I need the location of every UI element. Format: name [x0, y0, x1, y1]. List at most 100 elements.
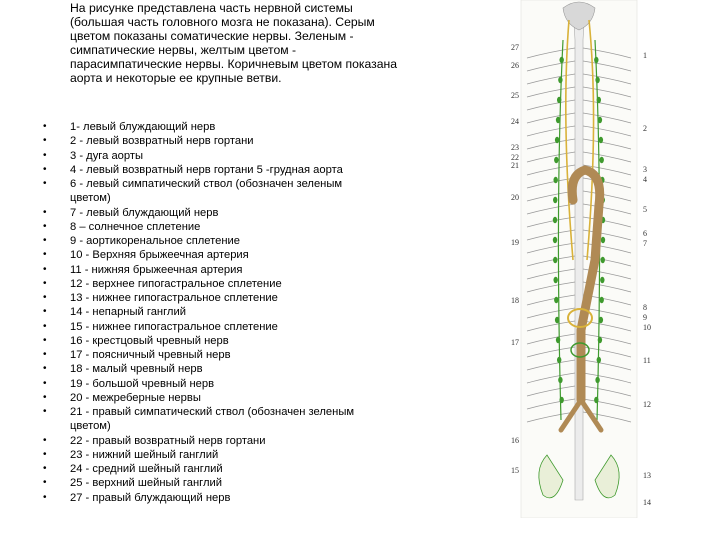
figure-label-right: 9 — [643, 313, 647, 322]
sympathetic-ganglion-left — [599, 297, 603, 303]
legend-item: •25 - верхний шейный ганглий — [40, 476, 380, 490]
sympathetic-ganglion-left — [597, 357, 601, 363]
sympathetic-ganglion-right — [554, 157, 558, 163]
legend-item-text: 22 - правый возвратный нерв гортани — [70, 435, 265, 447]
sympathetic-ganglion-right — [555, 137, 559, 143]
legend-item-text: 23 - нижний шейный ганглий — [70, 449, 218, 461]
sympathetic-ganglion-right — [553, 177, 557, 183]
legend-item-text: 14 - непарный ганглий — [70, 306, 186, 318]
figure-label-right: 11 — [643, 356, 651, 365]
figure-label-right: 12 — [643, 400, 651, 409]
legend-item: • 15 - нижнее гипогастральное сплетение — [40, 320, 380, 334]
nervous-system-figure: 2726252423222120191817161512345678910111… — [503, 0, 655, 518]
bullet-icon: • — [43, 177, 47, 191]
legend-item: • 24 - средний шейный ганглий — [40, 462, 380, 476]
sympathetic-ganglion-left — [594, 397, 598, 403]
legend-item: • 18 - малый чревный нерв — [40, 362, 380, 376]
legend-item-text: 15 - нижнее гипогастральное сплетение — [70, 321, 278, 333]
spinal-cord — [573, 6, 585, 500]
legend-item-text: 24 - средний шейный ганглий — [70, 463, 223, 475]
sympathetic-ganglion-right — [559, 397, 563, 403]
sympathetic-ganglion-left — [600, 277, 604, 283]
figure-label-right: 1 — [643, 51, 647, 60]
sympathetic-ganglion-right — [556, 337, 560, 343]
sympathetic-ganglion-right — [553, 217, 557, 223]
legend-list: •1- левый блуждающий нерв•2 - левый возв… — [40, 120, 380, 505]
legend-item: • 2 - левый возвратный нерв гортани — [40, 134, 380, 148]
figure-label-left: 17 — [511, 338, 519, 347]
legend-item: • 7 - левый блуждающий нерв — [40, 206, 380, 220]
legend-item-text: 10 - Верхняя брыжеечная артерия — [70, 249, 249, 261]
legend-item: • 23 - нижний шейный ганглий — [40, 448, 380, 462]
figure-label-left: 15 — [511, 466, 519, 475]
bullet-icon: • — [43, 263, 47, 277]
bullet-icon: • — [43, 448, 47, 462]
legend-item-text: 16 - крестцовый чревный нерв — [70, 335, 229, 347]
bullet-icon: • — [43, 206, 47, 220]
figure-label-right: 5 — [643, 205, 647, 214]
bullet-icon: • — [43, 120, 47, 134]
figure-label-right: 4 — [643, 175, 647, 184]
sympathetic-ganglion-left — [595, 77, 599, 83]
sympathetic-ganglion-left — [601, 257, 605, 263]
figure-label-left: 19 — [511, 238, 519, 247]
legend-item: •3 - дуга аорты — [40, 149, 380, 163]
legend-item-text: 18 - малый чревный нерв — [70, 363, 203, 375]
legend-item: •12 - верхнее гипогастральное сплетение — [40, 277, 380, 291]
sympathetic-ganglion-right — [556, 117, 560, 123]
figure-label-right: 3 — [643, 165, 647, 174]
legend-item: •27 - правый блуждающий нерв — [40, 491, 380, 505]
figure-label-left: 23 — [511, 143, 519, 152]
legend-item: • 6 - левый симпатический ствол (обозначе… — [40, 177, 380, 206]
sympathetic-ganglion-left — [599, 317, 603, 323]
figure-label-left: 24 — [511, 117, 519, 126]
figure-label-left: 20 — [511, 193, 519, 202]
sympathetic-ganglion-left — [598, 337, 602, 343]
bullet-icon: • — [43, 134, 47, 148]
sympathetic-ganglion-right — [557, 97, 561, 103]
legend-item-text: 6 - левый симпатический ствол (обозначен… — [70, 178, 342, 204]
nervous-system-illustration: 2726252423222120191817161512345678910111… — [503, 0, 655, 518]
legend-item-text: 21 - правый симпатический ствол (обознач… — [70, 406, 354, 432]
bullet-icon: • — [43, 462, 47, 476]
sympathetic-ganglion-right — [558, 377, 562, 383]
legend-item-text: 19 - большой чревный нерв — [70, 378, 214, 390]
bullet-icon: • — [43, 277, 47, 291]
legend-item-text: 3 - дуга аорты — [70, 150, 143, 162]
figure-label-right: 14 — [643, 498, 651, 507]
legend-item-text: 2 - левый возвратный нерв гортани — [70, 135, 254, 147]
bullet-icon: • — [43, 334, 47, 348]
bullet-icon: • — [43, 362, 47, 376]
bullet-icon: • — [43, 248, 47, 262]
bullet-icon: • — [43, 220, 47, 234]
sympathetic-ganglion-right — [554, 297, 558, 303]
sympathetic-ganglion-right — [557, 357, 561, 363]
figure-label-left: 18 — [511, 296, 519, 305]
legend-item: •8 – солнечное сплетение — [40, 220, 380, 234]
bullet-icon: • — [43, 348, 47, 362]
legend-item-text: 7 - левый блуждающий нерв — [70, 207, 218, 219]
sympathetic-ganglion-right — [553, 277, 557, 283]
legend-item: •11 - нижняя брыжеечная артерия — [40, 263, 380, 277]
legend-item: •17 - поясничный чревный нерв — [40, 348, 380, 362]
legend-item: •21 - правый симпатический ствол (обозна… — [40, 405, 380, 434]
bullet-icon: • — [43, 320, 47, 334]
sympathetic-ganglion-left — [594, 57, 598, 63]
legend-item: •1- левый блуждающий нерв — [40, 120, 380, 134]
sympathetic-ganglion-left — [598, 117, 602, 123]
sympathetic-ganglion-left — [595, 377, 599, 383]
figure-label-left: 21 — [511, 161, 519, 170]
bullet-icon: • — [43, 491, 47, 505]
intro-paragraph: На рисунке представлена часть нервной си… — [70, 2, 405, 85]
figure-label-right: 2 — [643, 124, 647, 133]
legend-item: •4 - левый возвратный нерв гортани 5 -гр… — [40, 163, 380, 177]
legend-item: •13 - нижнее гипогастральное сплетение — [40, 291, 380, 305]
legend-item-text: 13 - нижнее гипогастральное сплетение — [70, 292, 278, 304]
figure-label-right: 8 — [643, 303, 647, 312]
legend-item: • 10 - Верхняя брыжеечная артерия — [40, 248, 380, 262]
sympathetic-ganglion-left — [601, 237, 605, 243]
figure-label-right: 13 — [643, 471, 651, 480]
sympathetic-ganglion-left — [599, 137, 603, 143]
legend-item-text: 9 - аортикоренальное сплетение — [70, 235, 240, 247]
bullet-icon: • — [43, 434, 47, 448]
